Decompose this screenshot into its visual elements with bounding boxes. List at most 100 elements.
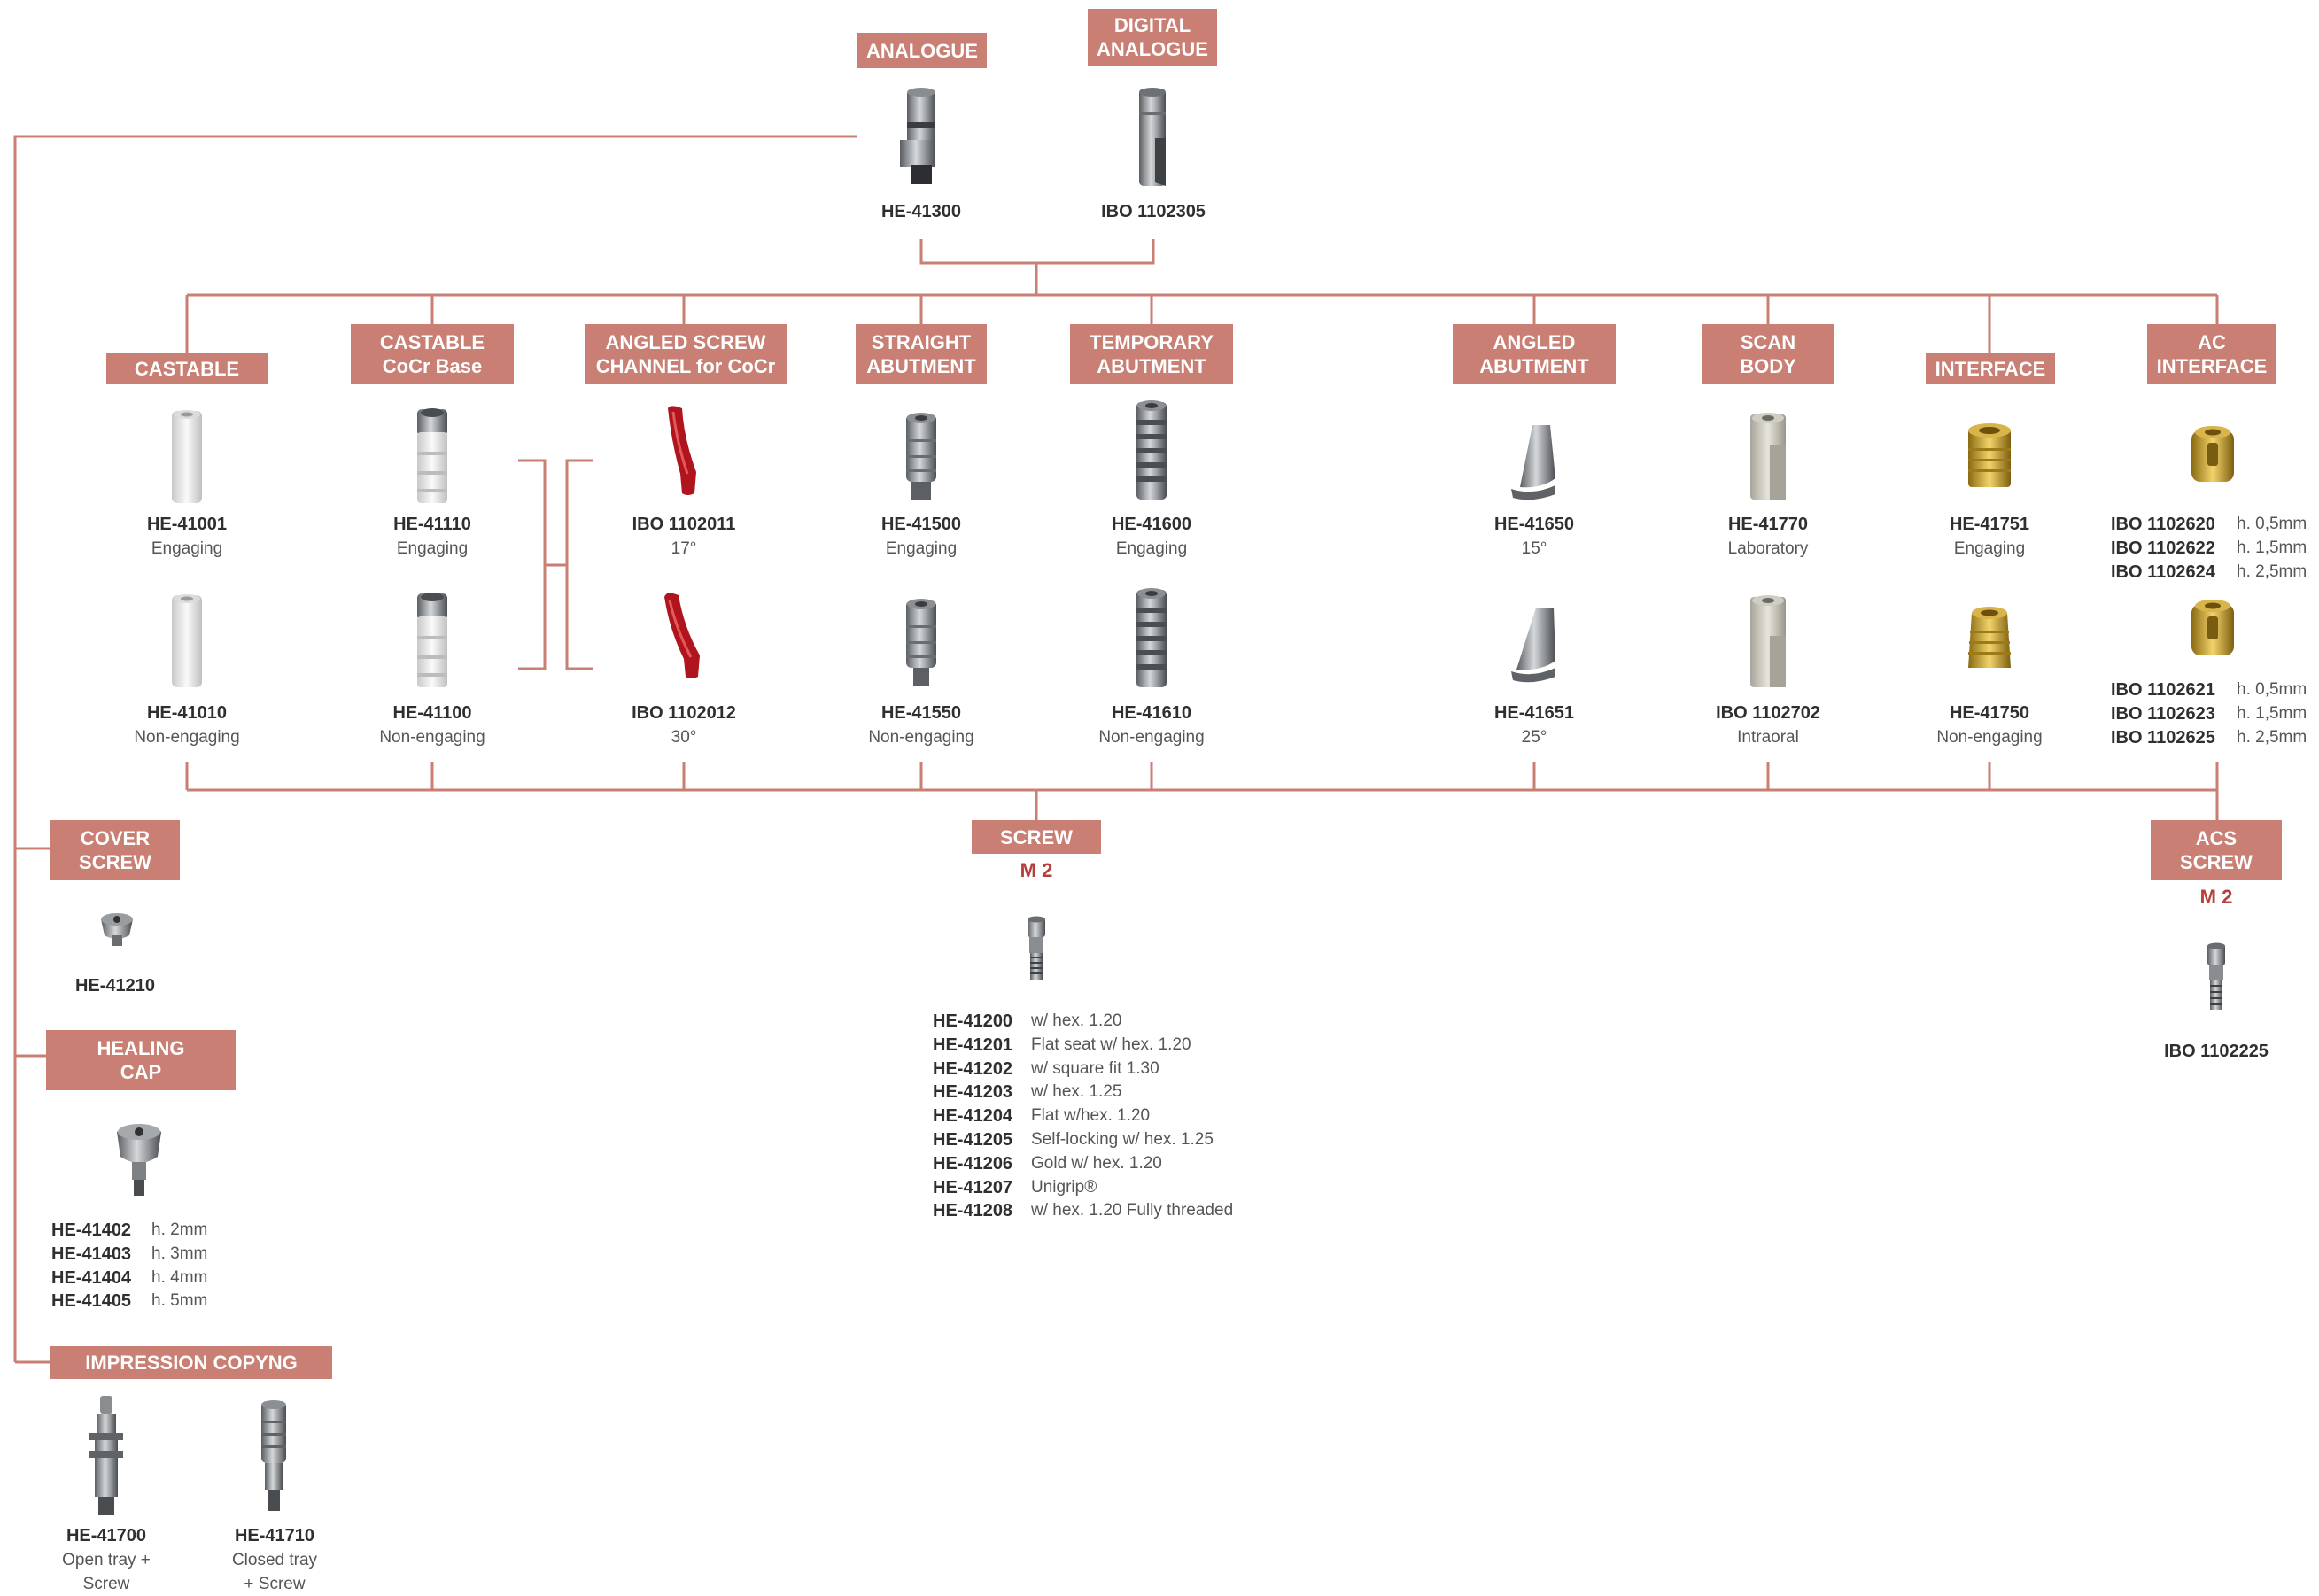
scan-body-sub-1: Laboratory <box>1727 539 1809 558</box>
straight-abutment-part-icon <box>906 599 936 686</box>
analogue-caption: HE-41300 <box>881 200 961 224</box>
cocr-base-part-icon <box>417 408 447 503</box>
angled-channel-code-1: IBO 1102011 <box>632 515 736 534</box>
impression-copying-header: IMPRESSION COPYNG <box>50 1346 332 1379</box>
angled-abutment-code-2: HE-41651 <box>1493 703 1575 723</box>
analogue-part-icon <box>900 88 935 184</box>
scan-body-part-icon <box>1750 413 1786 500</box>
castable-sub-2: Non-engaging <box>134 728 240 747</box>
castable-code-2: HE-41010 <box>146 703 228 723</box>
castable-sub-1: Engaging <box>151 539 223 558</box>
temporary-abutment-sub-2: Non-engaging <box>1098 728 1205 747</box>
angled-channel-part-icon <box>668 406 696 495</box>
angled-abutment-code-1: HE-41650 <box>1493 515 1575 534</box>
impression-code-2: HE-41710 <box>234 1526 315 1546</box>
interface-code-2: HE-41750 <box>1949 703 2030 723</box>
castable-part-icon <box>172 410 202 503</box>
acs-screw-size: M 2 <box>2199 886 2233 908</box>
interface-sub-2: Non-engaging <box>1936 728 2043 747</box>
angled-channel-item-2: IBO 1102012 30° <box>632 701 736 749</box>
analogue-code: HE-41300 <box>880 202 962 221</box>
castable-code-1: HE-41001 <box>146 515 228 534</box>
cover-screw-part-icon <box>101 913 133 946</box>
interface-header: INTERFACE <box>1926 353 2055 384</box>
temporary-abutment-part-icon <box>1136 400 1167 500</box>
castable-cocr-code-1: HE-41110 <box>393 515 471 534</box>
temporary-abutment-sub-1: Engaging <box>1115 539 1188 558</box>
straight-abutment-sub-2: Non-engaging <box>868 728 974 747</box>
healing-cap-part-icon <box>117 1124 161 1196</box>
impression-sub-1b: Screw <box>82 1575 130 1593</box>
ac-interface-part-icon <box>2191 600 2234 655</box>
angled-channel-sub-2: 30° <box>671 728 697 747</box>
scan-body-sub-2: Intraoral <box>1737 728 1799 747</box>
impression-sub-2b: + Screw <box>244 1575 306 1593</box>
castable-cocr-sub-1: Engaging <box>396 539 469 558</box>
interface-part-icon <box>1968 607 2011 668</box>
straight-abutment-sub-1: Engaging <box>885 539 958 558</box>
acs-screw-caption: IBO 1102225 <box>2164 1040 2269 1064</box>
interface-part-icon <box>1968 423 2011 487</box>
digital-analogue-part-icon <box>1139 88 1166 186</box>
screw-size: M 2 <box>1020 859 1053 881</box>
impression-sub-2a: Closed tray <box>231 1551 318 1569</box>
angled-channel-part-icon <box>664 593 700 678</box>
impression-copying-part-icon <box>261 1400 286 1511</box>
temporary-abutment-code-1: HE-41600 <box>1111 515 1192 534</box>
angled-abutment-sub-1: 15° <box>1521 539 1547 558</box>
scan-body-part-icon <box>1750 595 1786 687</box>
straight-abutment-code-2: HE-41550 <box>880 703 962 723</box>
angled-channel-code-2: IBO 1102012 <box>632 703 736 723</box>
acs-screw-part-icon <box>2207 942 2225 1010</box>
temporary-abutment-code-2: HE-41610 <box>1111 703 1192 723</box>
interface-code-1: HE-41751 <box>1949 515 2030 534</box>
castable-part-icon <box>172 594 202 687</box>
straight-abutment-part-icon <box>906 413 936 500</box>
cocr-base-part-icon <box>417 593 447 687</box>
analogue-header: ANALOGUE <box>857 33 987 68</box>
castable-cocr-sub-2: Non-engaging <box>379 728 485 747</box>
temporary-abutment-part-icon <box>1136 588 1167 687</box>
scan-body-code-1: HE-41770 <box>1727 515 1809 534</box>
castable-cocr-code-2: HE-41100 <box>392 703 472 723</box>
digital-analogue-code: IBO 1102305 <box>1101 202 1206 221</box>
impression-code-1: HE-41700 <box>66 1526 147 1546</box>
cover-screw-caption: HE-41210 <box>75 974 155 998</box>
digital-analogue-caption: IBO 1102305 <box>1101 200 1206 224</box>
